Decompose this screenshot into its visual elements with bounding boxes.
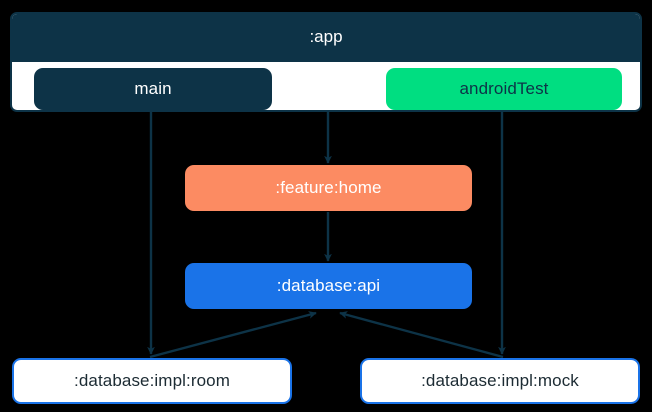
edge-database-impl-mock-to-database-api	[339, 311, 504, 359]
source-set-androidtest-label: androidTest	[459, 79, 549, 98]
cluster-title-app: :app	[12, 14, 640, 62]
node-database-impl-room[interactable]: :database:impl:room	[12, 358, 292, 404]
node-feature-home[interactable]: :feature:home	[185, 165, 472, 211]
cluster-body: main androidTest	[12, 62, 640, 110]
source-set-main-label: main	[134, 79, 172, 98]
source-set-androidtest[interactable]: androidTest	[386, 68, 622, 110]
source-set-main[interactable]: main	[34, 68, 272, 110]
node-feature-home-label: :feature:home	[275, 178, 382, 197]
app-module-cluster[interactable]: :app main androidTest	[10, 12, 642, 112]
node-database-impl-mock-label: :database:impl:mock	[421, 371, 579, 390]
node-database-api-label: :database:api	[276, 276, 381, 295]
node-database-impl-mock[interactable]: :database:impl:mock	[360, 358, 640, 404]
node-database-api[interactable]: :database:api	[185, 263, 472, 309]
edge-database-impl-room-to-database-api	[149, 311, 317, 359]
node-database-impl-room-label: :database:impl:room	[74, 371, 230, 390]
